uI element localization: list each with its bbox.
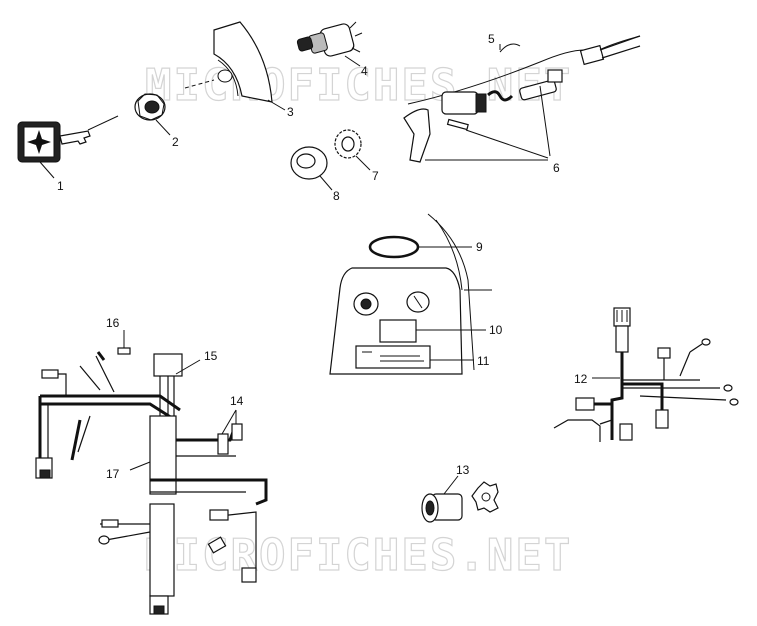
callout-5: 5 — [488, 32, 495, 46]
harness-left-part — [35, 347, 268, 615]
callout-15: 15 — [204, 349, 218, 363]
callout-9: 9 — [476, 240, 483, 254]
callout-2: 2 — [172, 135, 179, 149]
watermark-bottom: MICROFICHES.NET — [145, 530, 572, 581]
callout-14: 14 — [230, 394, 244, 408]
callout-11: 11 — [477, 354, 490, 368]
callout-4: 4 — [361, 64, 368, 78]
lock-washer-part — [334, 129, 362, 159]
key-part — [17, 121, 91, 163]
switch-assembly-part — [403, 35, 641, 163]
harness-right-part — [553, 307, 739, 442]
console-part — [329, 213, 492, 375]
ignition-switch-part — [296, 21, 363, 57]
callout-3: 3 — [287, 105, 294, 119]
watermark-top: MICROFICHES.NET — [145, 60, 572, 111]
callout-1: 1 — [57, 179, 64, 193]
callout-12: 12 — [574, 372, 588, 386]
callout-6: 6 — [553, 161, 560, 175]
callout-16: 16 — [106, 316, 120, 330]
o-ring-part — [368, 235, 420, 259]
callout-8: 8 — [333, 189, 340, 203]
callout-13: 13 — [456, 463, 470, 477]
callout-7: 7 — [372, 169, 379, 183]
bezel-nut-part — [290, 146, 328, 180]
callout-17: 17 — [106, 467, 120, 481]
socket-part — [421, 481, 499, 523]
callout-10: 10 — [489, 323, 503, 337]
nut-part — [134, 93, 166, 121]
